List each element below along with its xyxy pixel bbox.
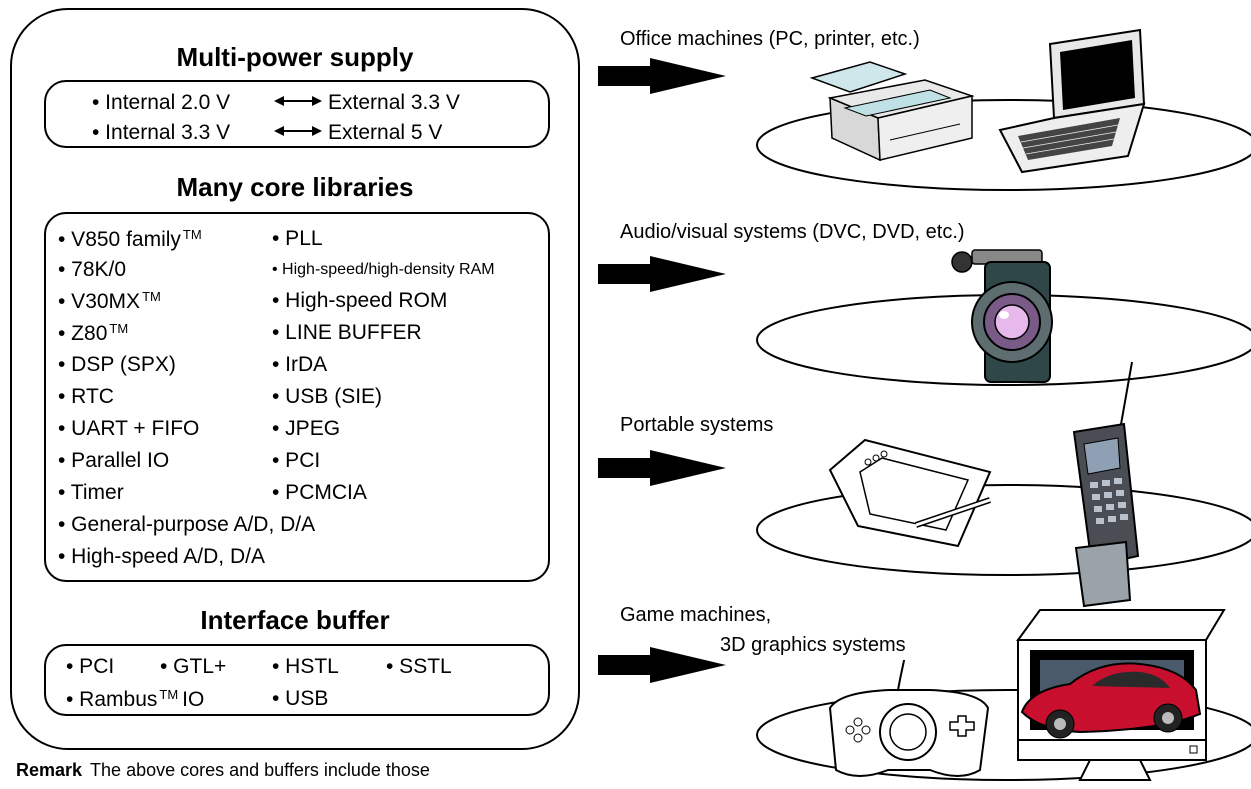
if-sstl: • SSTL (386, 655, 452, 678)
feature-panel (10, 8, 580, 750)
libraries-section-title: Many core libraries (176, 172, 414, 202)
power-item-2-left: • Internal 3.3 V (92, 121, 231, 144)
app-label-game-2: 3D graphics systems (720, 634, 906, 656)
pen-tablet-icon (828, 438, 992, 548)
lib-general-ad-da: • General-purpose A/D, D/A (58, 513, 316, 536)
lib-pcmcia: • PCMCIA (272, 481, 367, 504)
lib-dsp: • DSP (SPX) (58, 353, 176, 376)
interface-section-title: Interface buffer (200, 605, 390, 635)
arrow-right-icon (598, 58, 726, 94)
lib-rtc: • RTC (58, 385, 114, 408)
lib-rom: • High-speed ROM (272, 289, 448, 312)
if-gtl: • GTL+ (160, 655, 227, 678)
arrow-right-icon (598, 450, 726, 486)
lib-parallel-io: • Parallel IO (58, 449, 170, 472)
lib-78k0: • 78K/0 (58, 258, 127, 281)
remark-text: The above cores and buffers include thos… (90, 760, 430, 780)
power-item-2-right: External 5 V (328, 121, 443, 144)
lib-line-buffer: • LINE BUFFER (272, 321, 422, 344)
remark-label: Remark (16, 760, 83, 780)
libraries-box (44, 212, 550, 582)
lib-high-speed-ad-da: • High-speed A/D, D/A (58, 545, 265, 568)
if-pci: • PCI (66, 655, 115, 678)
platform-ellipse (756, 99, 1251, 191)
laptop-icon (998, 28, 1146, 174)
app-label-portable: Portable systems (620, 414, 774, 436)
mobile-phone-icon (1072, 361, 1140, 608)
lib-pll: • PLL (272, 227, 323, 250)
interface-box (44, 644, 550, 716)
printer-icon (809, 61, 975, 162)
app-label-av: Audio/visual systems (DVC, DVD, etc.) (620, 221, 965, 243)
lib-pci: • PCI (272, 449, 321, 472)
lib-timer: • Timer (58, 481, 124, 504)
platform-ellipse (756, 689, 1251, 781)
power-item-1-left: • Internal 2.0 V (92, 91, 231, 114)
power-item-1-right: External 3.3 V (328, 91, 460, 114)
lib-ram: • High-speed/high-density RAM (272, 261, 495, 278)
arrow-right-icon (598, 256, 726, 292)
lib-usb-sie: • USB (SIE) (272, 385, 383, 408)
lib-uart: • UART + FIFO (58, 417, 200, 440)
platform-ellipse (756, 484, 1251, 576)
power-box (44, 80, 550, 148)
monitor-car-icon (1016, 609, 1226, 781)
app-label-game-1: Game machines, (620, 604, 772, 626)
platform-ellipse (756, 294, 1251, 386)
lib-irda: • IrDA (272, 353, 328, 376)
remark: Remark The above cores and buffers includ… (16, 760, 430, 781)
if-usb: • USB (272, 687, 329, 710)
arrow-right-icon (598, 647, 726, 683)
app-label-office: Office machines (PC, printer, etc.) (620, 28, 920, 50)
camcorder-icon (951, 249, 1053, 383)
power-section-title: Multi-power supply (176, 42, 414, 72)
if-hstl: • HSTL (272, 655, 339, 678)
lib-jpeg: • JPEG (272, 417, 341, 440)
gamepad-icon (828, 659, 990, 777)
